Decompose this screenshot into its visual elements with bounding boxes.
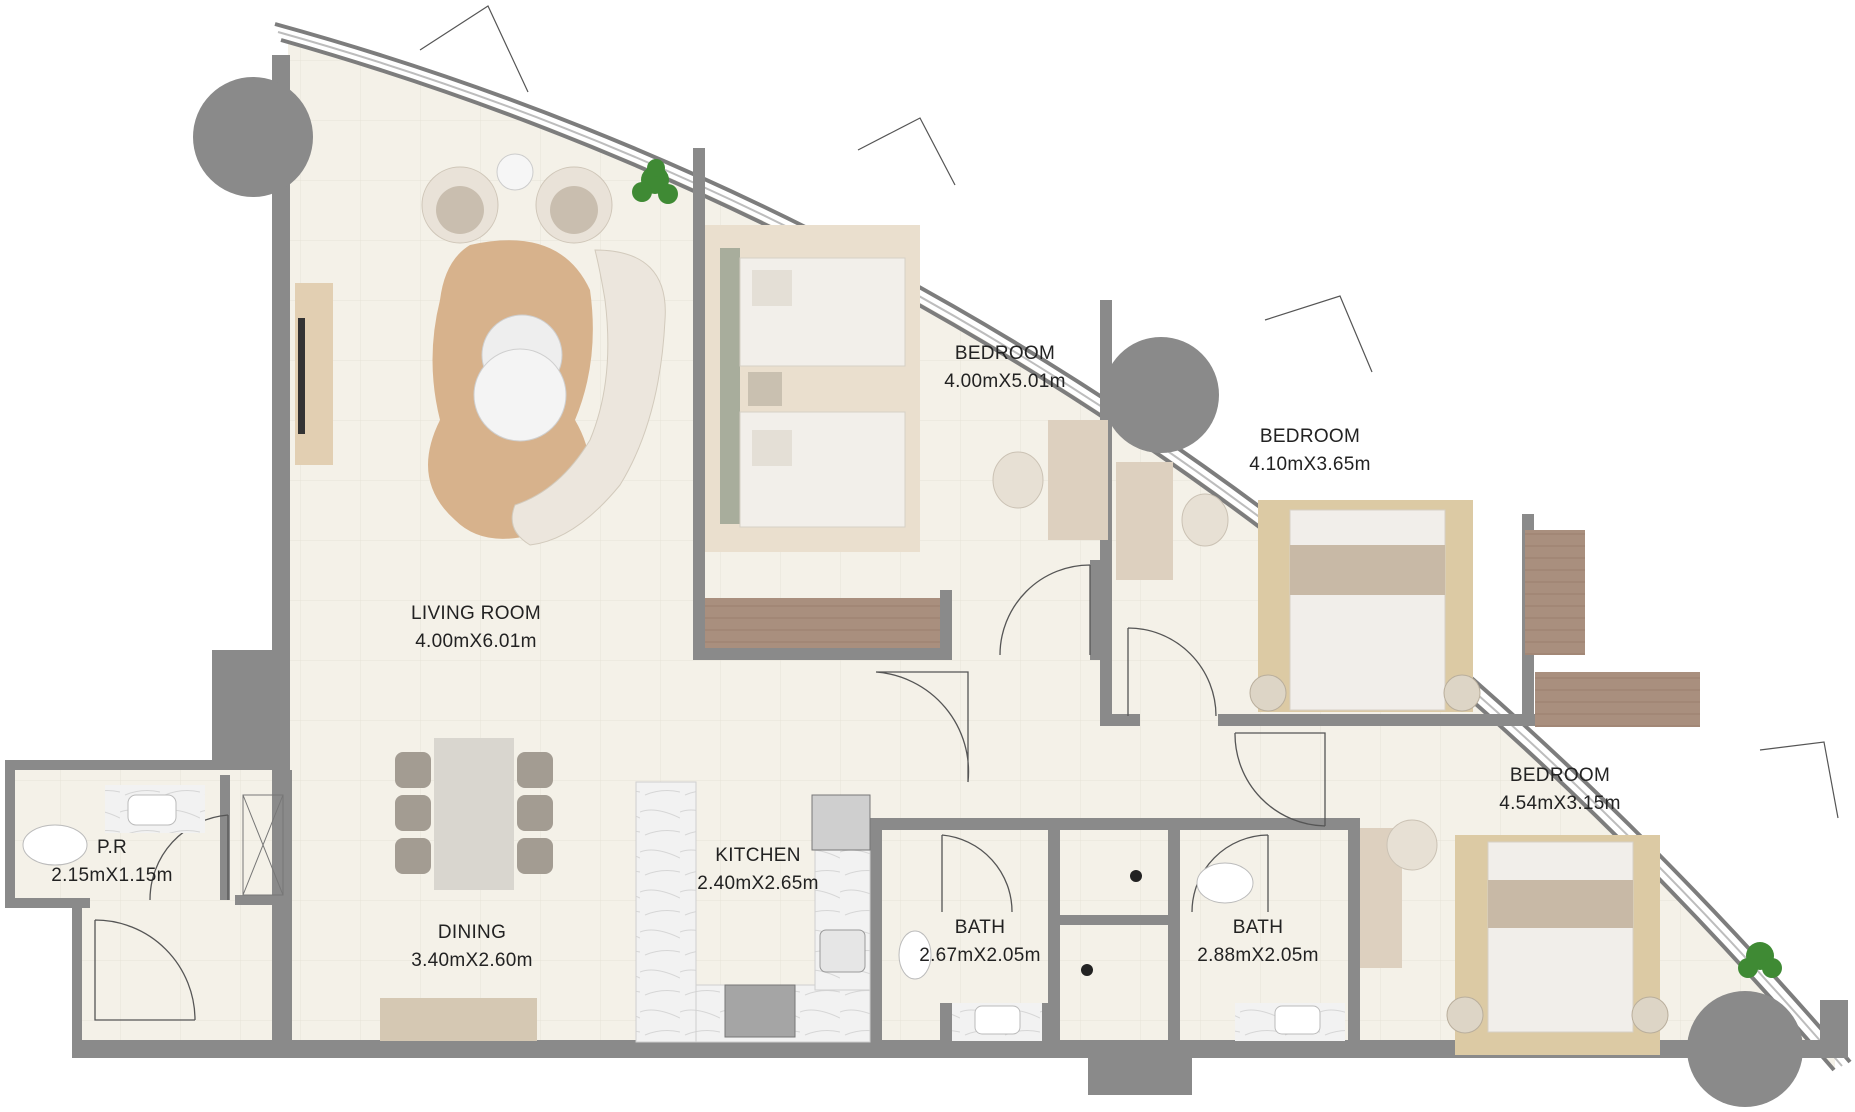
wardrobe-1: [705, 598, 940, 648]
dining-chairs: [395, 752, 553, 874]
desk-chair-3: [1386, 819, 1438, 871]
room-name: BEDROOM: [954, 343, 1056, 364]
room-size: 4.54mX3.15m: [1499, 793, 1621, 814]
room-name: P.R: [96, 837, 128, 858]
lamp-2b: [1443, 674, 1481, 712]
tv-icon: [298, 318, 305, 434]
bedroom1-furniture: [705, 225, 1108, 648]
twin-bed-lower: [739, 411, 906, 528]
fridge: [811, 794, 871, 851]
nightstand: [748, 372, 782, 406]
room-label-powder: P.R 2.15mX1.15m: [51, 834, 173, 890]
room-name: LIVING ROOM: [411, 603, 541, 624]
wardrobe-3: [1535, 672, 1700, 727]
bathroom-fixtures: [22, 785, 1345, 1041]
bed-throw-2: [1290, 545, 1445, 595]
kitchen-island: [635, 781, 697, 1043]
double-bed-3: [1487, 841, 1634, 1033]
room-name: BATH: [954, 917, 1006, 938]
room-size: 4.00mX5.01m: [944, 371, 1066, 392]
shower-head-2: [1081, 964, 1093, 976]
room-name: KITCHEN: [715, 845, 801, 866]
dining-table: [434, 738, 514, 890]
kitchen-sink: [819, 929, 866, 973]
curved-sofa: [511, 249, 666, 546]
room-label-bedroom2: BEDROOM 4.10mX3.65m: [1249, 423, 1371, 479]
plant-icon: [632, 159, 678, 204]
bath1-toilet: [898, 930, 932, 980]
double-bed-2: [1289, 509, 1446, 711]
room-name: BATH: [1232, 917, 1284, 938]
room-name: BEDROOM: [1509, 765, 1611, 786]
pillow-1: [752, 270, 792, 306]
room-label-dining: DINING 3.40mX2.60m: [411, 919, 533, 975]
desk-chair-2: [1181, 493, 1229, 547]
lamp-3b: [1631, 996, 1669, 1034]
room-label-bath2: BATH 2.88mX2.05m: [1197, 914, 1319, 970]
room-size: 3.40mX2.60m: [411, 950, 533, 971]
desk-1: [1048, 420, 1108, 540]
room-label-bedroom3: BEDROOM 4.54mX3.15m: [1499, 762, 1621, 818]
stove: [724, 984, 796, 1038]
column-bottom-center: [1088, 1040, 1192, 1095]
bedroom3-furniture: [1360, 819, 1782, 1055]
room-size: 4.10mX3.65m: [1249, 454, 1371, 475]
room-size: 2.88mX2.05m: [1197, 945, 1319, 966]
room-label-kitchen: KITCHEN 2.40mX2.65m: [697, 842, 819, 898]
bedroom2-furniture: [1116, 462, 1700, 727]
pr-sink: [127, 794, 177, 826]
headboard: [720, 248, 740, 524]
lamp-2a: [1249, 674, 1287, 712]
room-label-bath1: BATH 2.67mX2.05m: [919, 914, 1041, 970]
dining-kitchen-furniture: [380, 738, 871, 1043]
shower-head-1: [1130, 870, 1142, 882]
room-name: DINING: [437, 922, 507, 943]
bath1-sink: [974, 1005, 1021, 1035]
bed-throw-3: [1488, 880, 1633, 928]
bath2-toilet: [1196, 862, 1254, 904]
column-middle: [1103, 337, 1219, 453]
desk-chair-1: [992, 451, 1044, 509]
pillow-2: [752, 430, 792, 466]
lamp-3a: [1446, 996, 1484, 1034]
pr-shaft: [242, 794, 284, 896]
balcony-door-swings: [419, 5, 1839, 819]
sideboard: [380, 998, 537, 1041]
room-label-living: LIVING ROOM 4.00mX6.01m: [411, 600, 541, 656]
door-swings: [94, 564, 1326, 1021]
room-size: 2.15mX1.15m: [51, 865, 173, 886]
plant-icon-2: [1738, 942, 1782, 978]
side-table: [496, 153, 534, 191]
column-top-left: [193, 77, 313, 197]
column-bottom-right: [1687, 991, 1803, 1107]
living-room-furniture: [295, 153, 678, 546]
room-label-bedroom1: BEDROOM 4.00mX5.01m: [944, 340, 1066, 396]
wardrobe-2: [1525, 530, 1585, 655]
room-size: 4.00mX6.01m: [415, 631, 537, 652]
room-size: 2.67mX2.05m: [919, 945, 1041, 966]
bath2-sink: [1274, 1005, 1321, 1035]
desk-2: [1116, 462, 1173, 580]
marble-coffee-table-2: [473, 348, 567, 442]
structural-columns: [193, 77, 1803, 1107]
pr-toilet: [22, 824, 88, 866]
room-name: BEDROOM: [1259, 426, 1361, 447]
room-size: 2.40mX2.65m: [697, 873, 819, 894]
